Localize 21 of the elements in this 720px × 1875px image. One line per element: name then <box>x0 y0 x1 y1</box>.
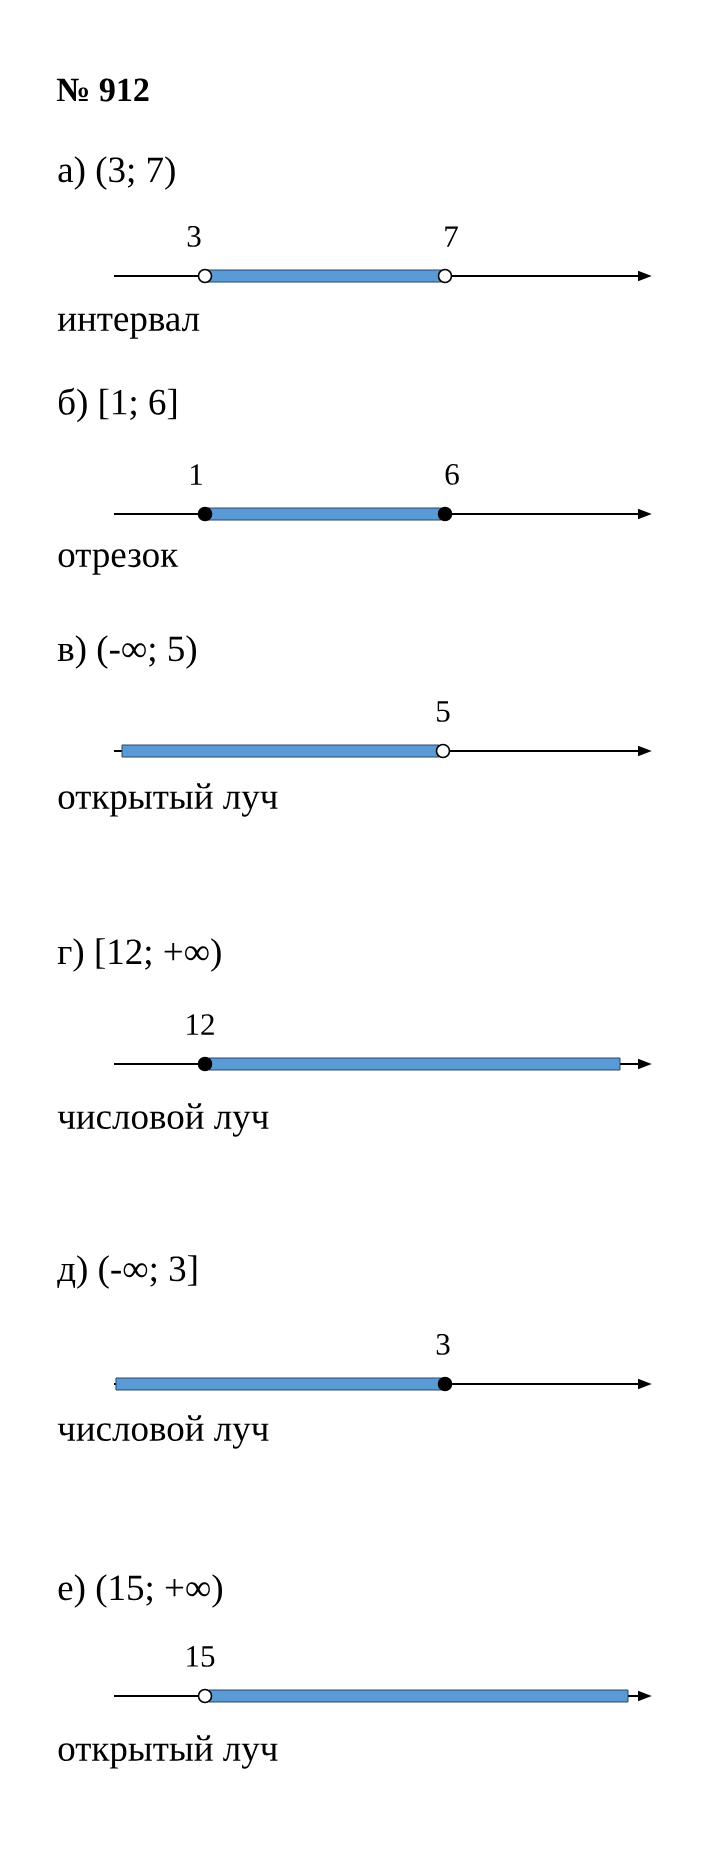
tick-label: 3 <box>436 1334 450 1355</box>
tick-label: 7 <box>445 226 458 247</box>
label-text: в) (-∞; 5) <box>57 635 196 669</box>
label-text: числовой луч <box>57 1103 269 1137</box>
label-text: открытый луч <box>58 1735 278 1769</box>
title: № 912 <box>56 78 149 102</box>
tick-label: 12 <box>187 1014 214 1035</box>
label-text: а) (3; 7) <box>58 156 175 190</box>
tick-label: 1 <box>191 464 202 485</box>
label-text: отрезок <box>58 549 179 575</box>
label-text: д) (-∞; 3] <box>57 1255 197 1289</box>
label-text: е) (15; +∞) <box>58 1574 222 1608</box>
label-text: б) [1; 6] <box>58 387 176 423</box>
label-text: открытый луч <box>58 783 278 817</box>
label-text: г) [12; +∞) <box>57 938 221 972</box>
tick-label: 5 <box>437 701 450 722</box>
label-text: числовой луч <box>57 1415 269 1449</box>
tick-label: 6 <box>445 464 459 485</box>
tick-label: 15 <box>187 1646 215 1667</box>
label-text: интервал <box>57 313 200 339</box>
tick-label: 3 <box>187 226 201 247</box>
